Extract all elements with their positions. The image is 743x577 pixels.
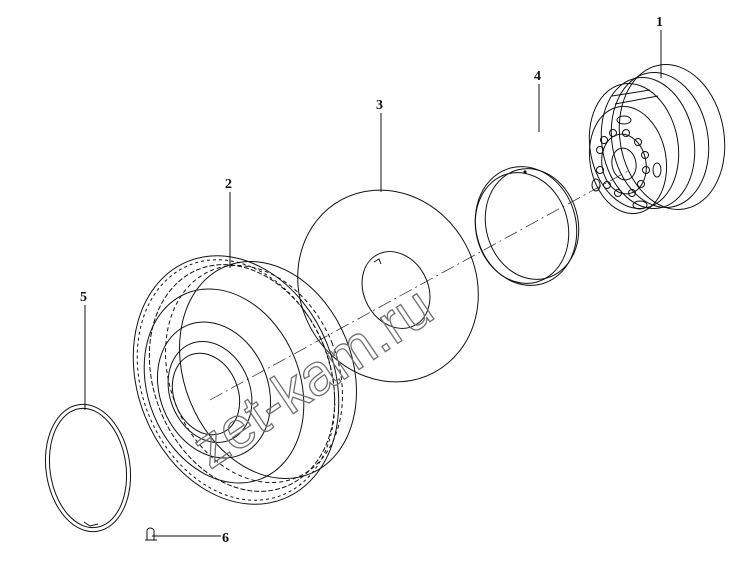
- part-label-4: 4: [534, 69, 541, 84]
- leader-lines: [84, 30, 662, 537]
- part-label-2: 2: [225, 177, 232, 192]
- assembly-axis: [209, 169, 631, 401]
- part-label-1: 1: [656, 15, 663, 30]
- part-label-6: 6: [222, 531, 229, 546]
- part-label-5: 5: [80, 290, 87, 305]
- valve-cap: [145, 527, 157, 541]
- watermark-text: zet-kam.ru: [181, 274, 444, 481]
- rim-flap: [297, 189, 479, 383]
- lock-ring: [474, 166, 580, 286]
- inner-tube: [44, 403, 132, 533]
- tyre: [132, 255, 357, 505]
- wheel-rim: [588, 64, 726, 215]
- part-label-3: 3: [376, 98, 383, 113]
